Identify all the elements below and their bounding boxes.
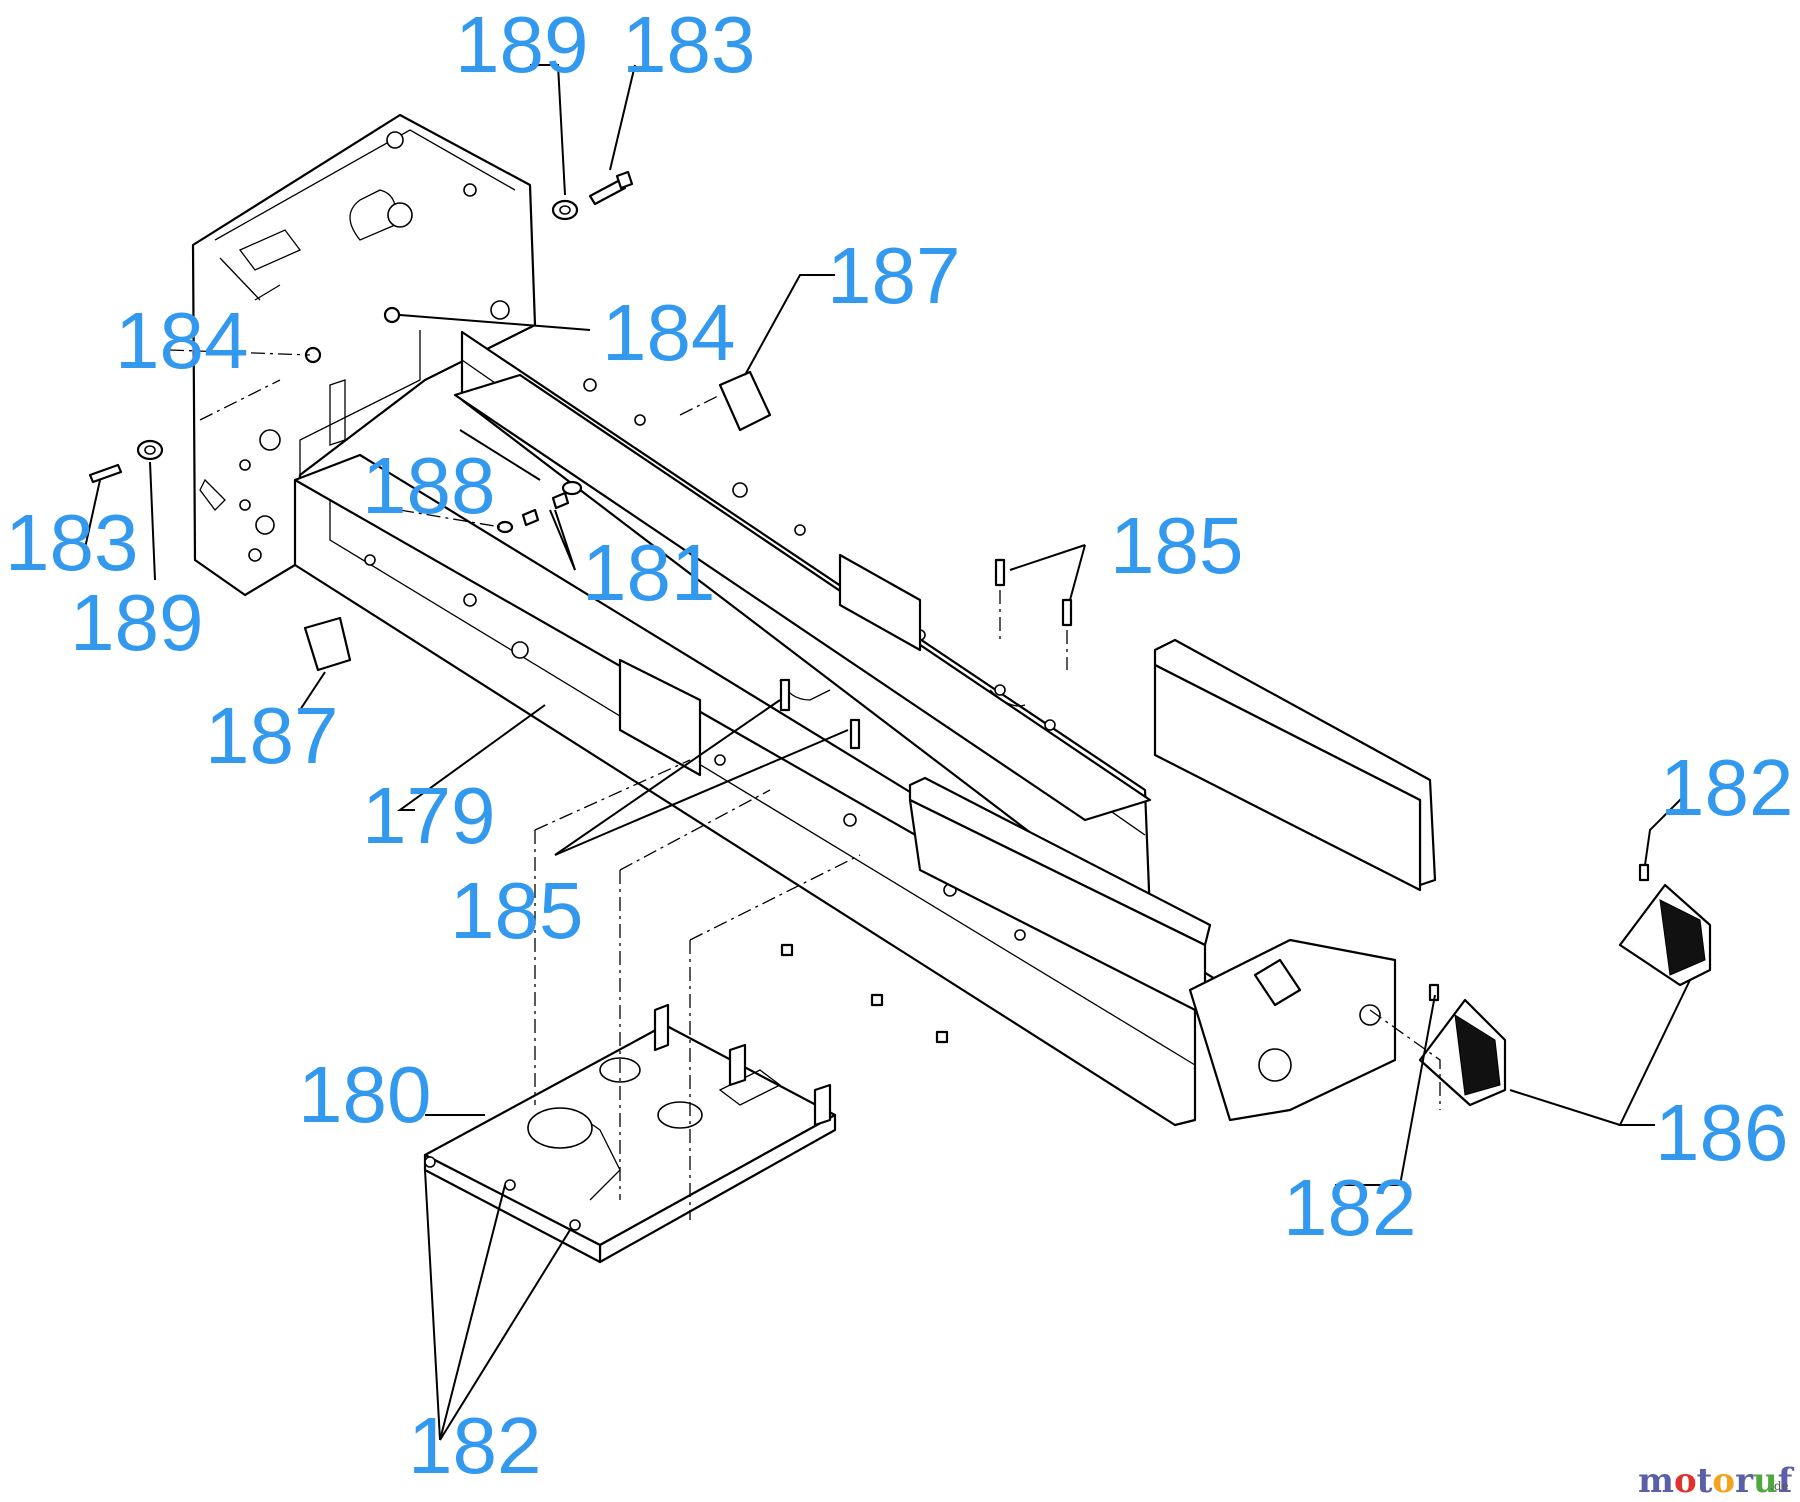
callout-187-left: 187 (205, 691, 338, 780)
callout-181: 181 (582, 528, 715, 617)
rear-channel-bracket (908, 638, 1437, 1122)
callout-labels: 189 183 187 184 184 188 181 183 189 185 … (5, 0, 1793, 1490)
callout-185-mid: 185 (450, 866, 583, 955)
brand-letter-m: m (1638, 1461, 1674, 1501)
callout-187-top: 187 (827, 231, 960, 320)
callout-186: 186 (1655, 1088, 1788, 1177)
hardware (88, 170, 1712, 1107)
callout-182-right: 182 (1660, 743, 1793, 832)
brand-letter-r: r (1735, 1461, 1754, 1501)
brand-letter-f: f (1778, 1461, 1795, 1501)
callout-185-right: 185 (1110, 501, 1243, 590)
callout-189-top: 189 (455, 0, 588, 89)
assembly-centerlines (169, 349, 1441, 1220)
brand-letter-o1: o (1674, 1461, 1697, 1501)
callout-189-left: 189 (70, 578, 203, 667)
callout-180: 180 (298, 1050, 431, 1139)
brand-tld: .de (1770, 1479, 1789, 1493)
callout-179: 179 (362, 771, 495, 860)
brand-letter-o2: o (1712, 1461, 1735, 1501)
brand-letter-t: t (1697, 1461, 1713, 1501)
callout-182-bottom: 182 (408, 1401, 541, 1490)
front-plate (423, 1003, 837, 1264)
callout-184-left: 184 (115, 296, 248, 385)
callout-182-mid: 182 (1283, 1163, 1416, 1252)
frame-side-rails (293, 330, 1227, 1127)
leader-lines (84, 64, 1691, 1441)
rear-frame-plate (191, 113, 537, 597)
callout-188: 188 (362, 441, 495, 530)
callout-184-mid: 184 (602, 288, 735, 377)
callout-183-left: 183 (5, 498, 138, 587)
svg-text:motoruf: motoruf (1638, 1461, 1795, 1501)
motoruf-watermark: motoruf .de (1638, 1461, 1795, 1501)
callout-183-top: 183 (622, 0, 755, 89)
brand-letter-u: u (1753, 1461, 1778, 1501)
